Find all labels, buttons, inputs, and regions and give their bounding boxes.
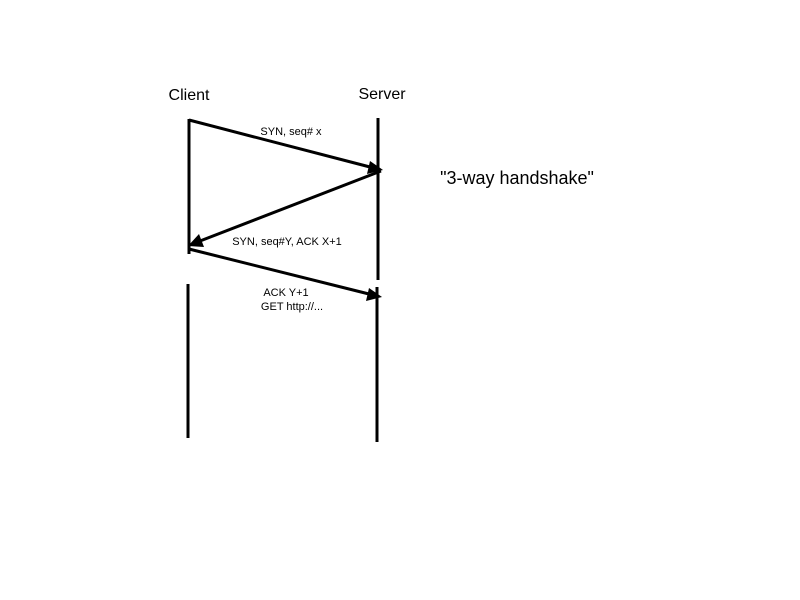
server-lifeline [375,118,380,442]
message-ack-get: ACK Y+1 GET http://... [188,247,382,313]
message-syn-line [188,118,371,169]
message-syn: SYN, seq# x [188,118,383,174]
message-syn-ack-arrowhead [188,234,204,247]
message-ack-get-line [188,247,370,296]
message-syn-ack-line [199,169,382,243]
message-ack-get-label-line2: GET http://... [261,301,323,313]
client-lifeline [186,119,191,438]
message-ack-get-arrowhead [366,288,382,301]
message-syn-ack-label: SYN, seq#Y, ACK X+1 [232,236,342,248]
message-syn-label: SYN, seq# x [260,126,322,138]
handshake-note: "3-way handshake" [440,168,594,188]
client-label: Client [169,87,210,104]
message-syn-ack: SYN, seq#Y, ACK X+1 [188,169,382,248]
server-label: Server [358,86,406,103]
message-ack-get-label-line1: ACK Y+1 [263,287,308,299]
